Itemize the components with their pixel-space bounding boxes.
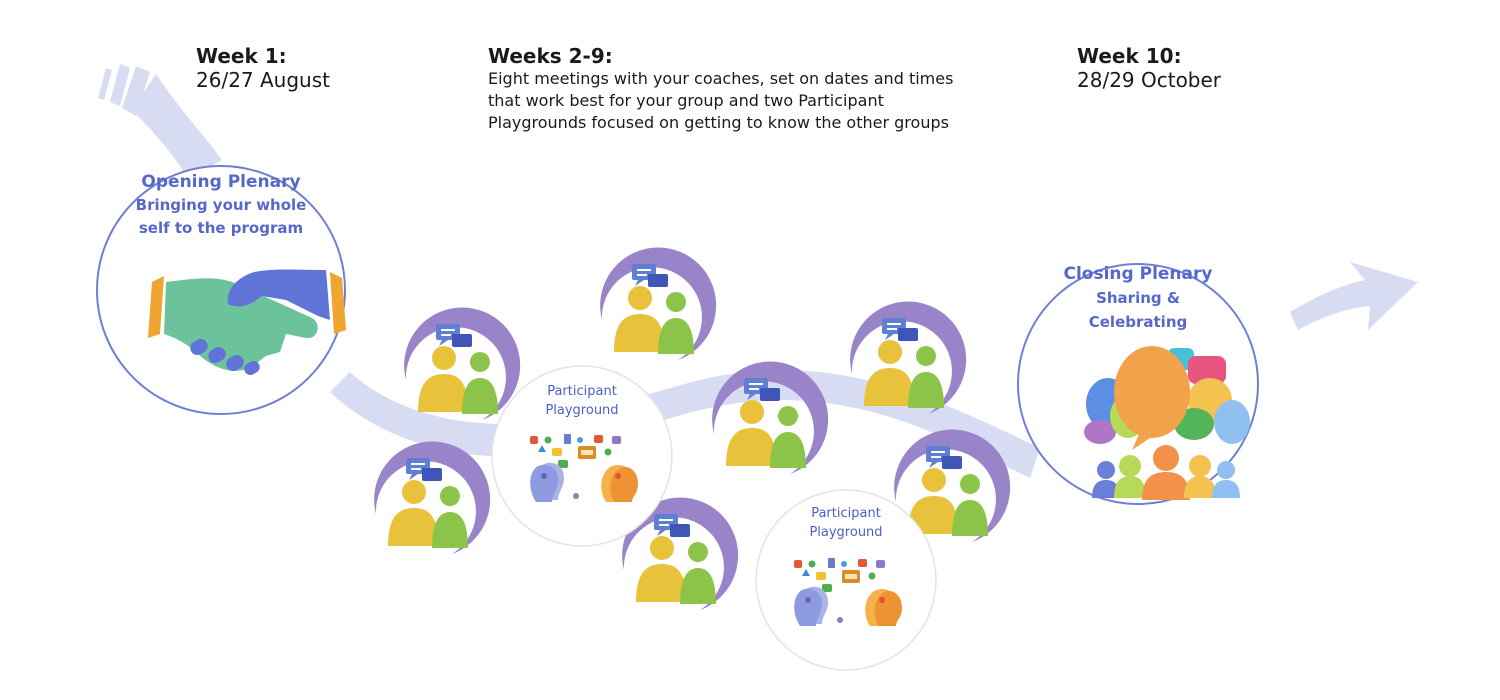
weeks2-9-header: Weeks 2-9: Eight meetings with your coac… [488, 44, 1028, 134]
weeks2-9-line3: Playgrounds focused on getting to know t… [488, 113, 949, 132]
arrow-exit [1290, 262, 1418, 330]
weeks2-9-line1: Eight meetings with your coaches, set on… [488, 69, 954, 88]
closing-plenary-subtitle-2: Celebrating [1088, 313, 1188, 331]
opening-plenary-title: Opening Plenary [141, 172, 301, 192]
coach-meeting-icon-2 [374, 441, 491, 554]
coach-meeting-icon-4 [712, 361, 829, 474]
coach-meeting-icon-1 [404, 307, 521, 420]
coach-meeting-icon-3 [600, 247, 717, 360]
playground-2-line1: Participant [811, 506, 881, 521]
week10-header: Week 10: 28/29 October [1077, 44, 1221, 92]
coach-meeting-icon-6 [850, 301, 967, 414]
playground-1-line2: Playground [545, 403, 619, 418]
closing-plenary-text: Closing Plenary Sharing & Celebrating [1058, 262, 1218, 334]
week10-date: 28/29 October [1077, 68, 1222, 92]
opening-plenary-text: Opening Plenary Bringing your whole self… [126, 170, 316, 240]
arrow-tail-segments [98, 64, 150, 116]
opening-plenary-subtitle-1: Bringing your whole [135, 196, 307, 214]
playground-2-text: Participant Playground [786, 504, 906, 542]
week1-label: Week 1: [196, 44, 287, 68]
closing-plenary-title: Closing Plenary [1063, 264, 1213, 284]
participant-playground-circle-1 [491, 365, 673, 547]
week1-date: 26/27 August [196, 68, 330, 92]
participant-playground-circle-2 [755, 489, 937, 671]
opening-plenary-subtitle-2: self to the program [138, 219, 304, 237]
playground-2-line2: Playground [809, 525, 883, 540]
closing-plenary-subtitle-1: Sharing & [1096, 289, 1180, 307]
handshake-icon [148, 269, 346, 375]
weeks2-9-line2: that work best for your group and two Pa… [488, 91, 884, 110]
week10-label: Week 10: [1077, 44, 1182, 68]
playground-1-line1: Participant [547, 384, 617, 399]
weeks2-9-label: Weeks 2-9: [488, 44, 613, 68]
arrow-entry [132, 74, 222, 178]
playground-1-text: Participant Playground [522, 382, 642, 420]
week1-header: Week 1: 26/27 August [196, 44, 330, 92]
speech-bubbles-icon [1084, 346, 1250, 500]
